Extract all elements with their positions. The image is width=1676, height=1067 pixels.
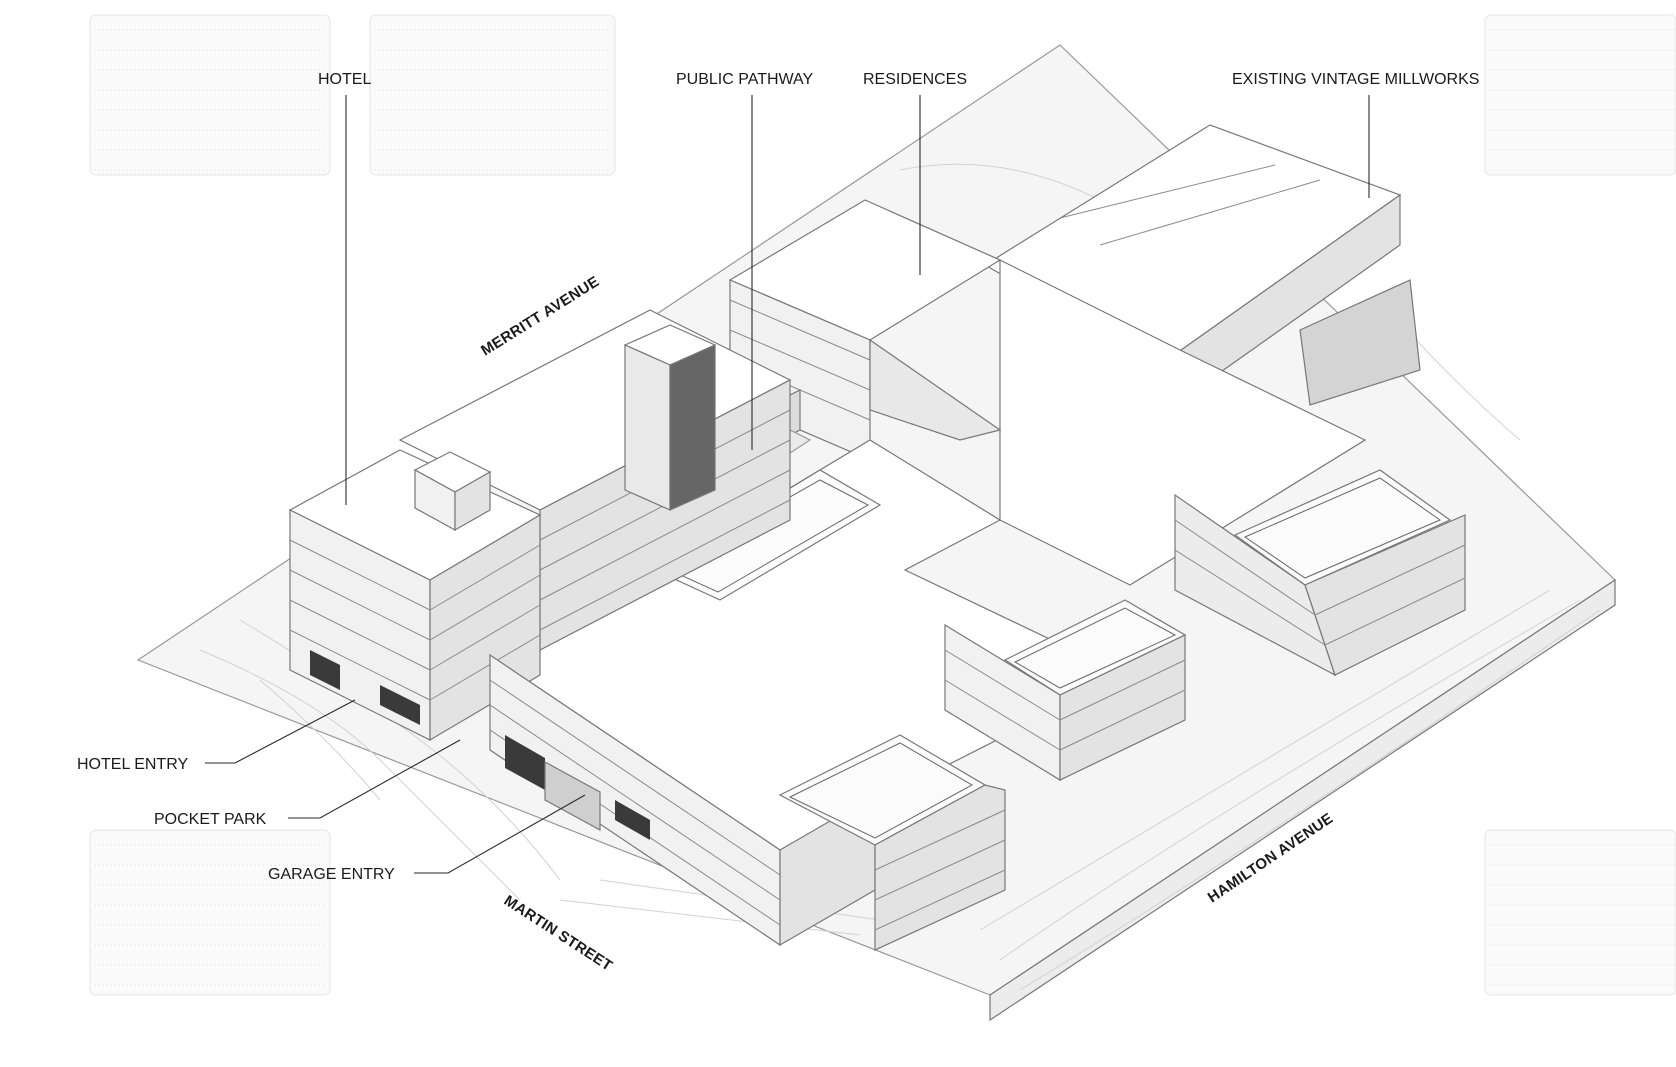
background-ghost-blocks xyxy=(89,14,1676,996)
callout-hotel: HOTEL xyxy=(318,71,371,88)
callout-existing-millworks: EXISTING VINTAGE MILLWORKS xyxy=(1232,71,1479,88)
callout-garage-entry: GARAGE ENTRY xyxy=(268,866,395,883)
callout-pocket-park: POCKET PARK xyxy=(154,811,267,828)
callout-residences: RESIDENCES xyxy=(863,71,967,88)
courtyard xyxy=(653,338,1002,601)
callout-hotel-entry: HOTEL ENTRY xyxy=(77,756,188,773)
residences-middle-terrace xyxy=(944,599,1187,782)
residences-right-terrace xyxy=(1174,469,1466,677)
leader-lines xyxy=(205,95,1370,874)
hotel-wing xyxy=(398,309,792,651)
callout-public-pathway: PUBLIC PATHWAY xyxy=(676,71,814,88)
residences-front-block xyxy=(489,653,1006,951)
